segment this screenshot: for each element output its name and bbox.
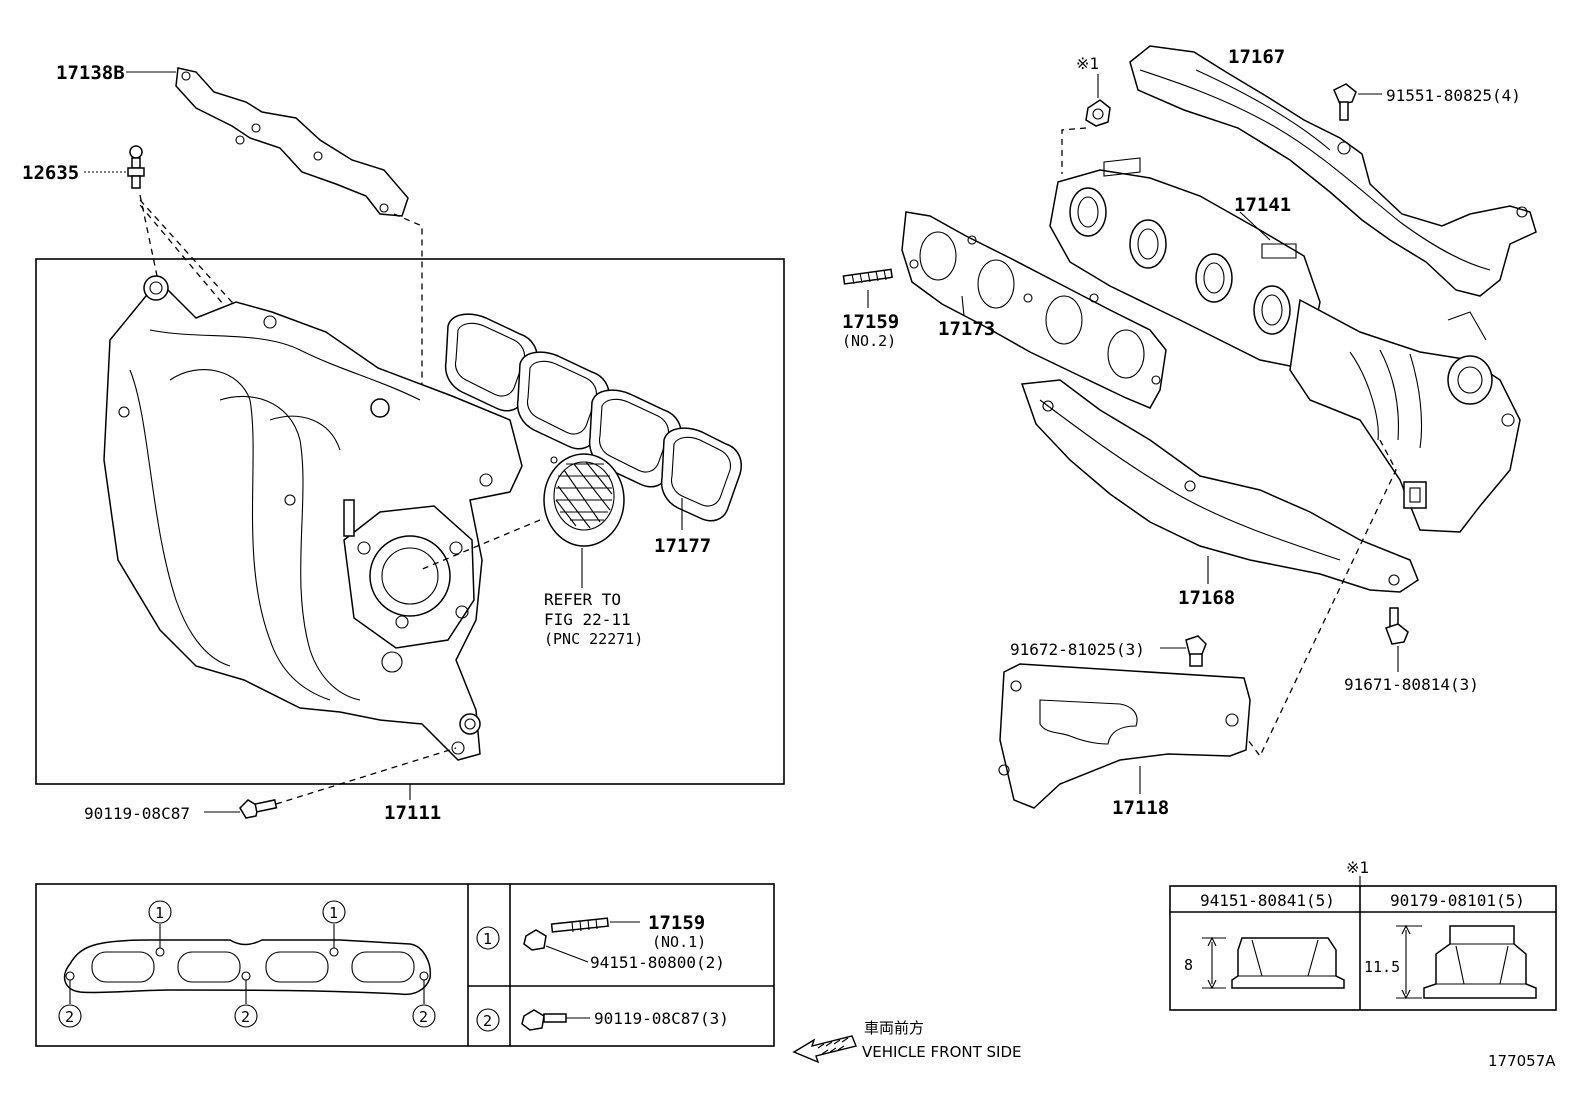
stud-17159-no2[interactable] [842,268,893,285]
note-ref-1b: ※1 [1346,858,1369,877]
direction-jp: 車両前方 [864,1019,924,1037]
legend-no1: (NO.1) [652,933,706,951]
label-91551-80825: 91551-80825(4) [1386,86,1521,105]
throttle-gasket-screen[interactable] [543,453,625,547]
intake-manifold-17111[interactable] [103,275,523,761]
label-17159-no2: 17159 [842,311,899,333]
nut-col2-header: 90179-08101(5) [1390,891,1525,910]
callout-1-a: 1 [155,904,164,922]
bracket-17138B[interactable] [175,67,409,217]
refer-line1: REFER TO [544,590,621,609]
label-17111: 17111 [384,802,441,824]
label-91672-81025: 91672-81025(3) [1010,640,1145,659]
label-17177: 17177 [654,535,711,557]
callout-1-b: 1 [329,904,338,922]
label-17167: 17167 [1228,46,1285,68]
nut-ref-1[interactable] [1085,99,1111,127]
legend-key-1: 1 [483,930,492,948]
diagram-id: 177057A [1488,1052,1556,1070]
legend-90119-08C87: 90119-08C87(3) [594,1009,729,1028]
direction-en: VEHICLE FRONT SIDE [862,1043,1022,1061]
legend-17159: 17159 [648,912,705,934]
legend-key-2: 2 [483,1012,492,1030]
callout-2-a: 2 [65,1008,74,1026]
refer-line3: (PNC 22271) [544,630,643,648]
gasket-legend-box: 1 1 2 2 2 1 2 17159 (NO.1) 94151-80800(2… [35,883,775,1047]
note-ref-1: ※1 [1076,54,1099,73]
bolt-91551-80825[interactable] [1333,83,1357,121]
nut-spec-table: 94151-80841(5) 90179-08101(5) 8 11.5 [1169,885,1557,1011]
heat-insulator-17168[interactable] [1020,379,1419,593]
legend-94151-80800: 94151-80800(2) [590,953,725,972]
exhaust-manifold-17141[interactable] [1049,157,1521,533]
callout-2-b: 2 [241,1008,250,1026]
nut-col1-header: 94151-80841(5) [1200,891,1335,910]
stud-12635[interactable] [127,145,145,189]
callout-2-c: 2 [419,1008,428,1026]
nut-col2-dim: 11.5 [1364,958,1400,976]
gasket-17177[interactable] [444,313,742,522]
label-17141: 17141 [1234,194,1291,216]
bolt-91672-81025[interactable] [1185,635,1207,667]
label-17168: 17168 [1178,587,1235,609]
vehicle-front-arrow [792,1035,857,1064]
label-17173: 17173 [938,318,995,340]
refer-line2: FIG 22-11 [544,610,631,629]
label-no2: (NO.2) [842,332,896,350]
label-17138B: 17138B [56,62,125,84]
heat-insulator-17167[interactable] [1129,45,1537,297]
label-91671-80814: 91671-80814(3) [1344,675,1479,694]
bracket-17118[interactable] [998,663,1251,809]
bolt-91671-80814[interactable] [1385,607,1409,645]
label-12635: 12635 [22,162,79,184]
nut-col1-dim: 8 [1184,956,1193,974]
bolt-90119-08C87[interactable] [239,799,278,819]
label-17118: 17118 [1112,797,1169,819]
label-90119-08C87: 90119-08C87 [84,804,190,823]
exhaust-gasket-17173[interactable] [901,211,1167,409]
